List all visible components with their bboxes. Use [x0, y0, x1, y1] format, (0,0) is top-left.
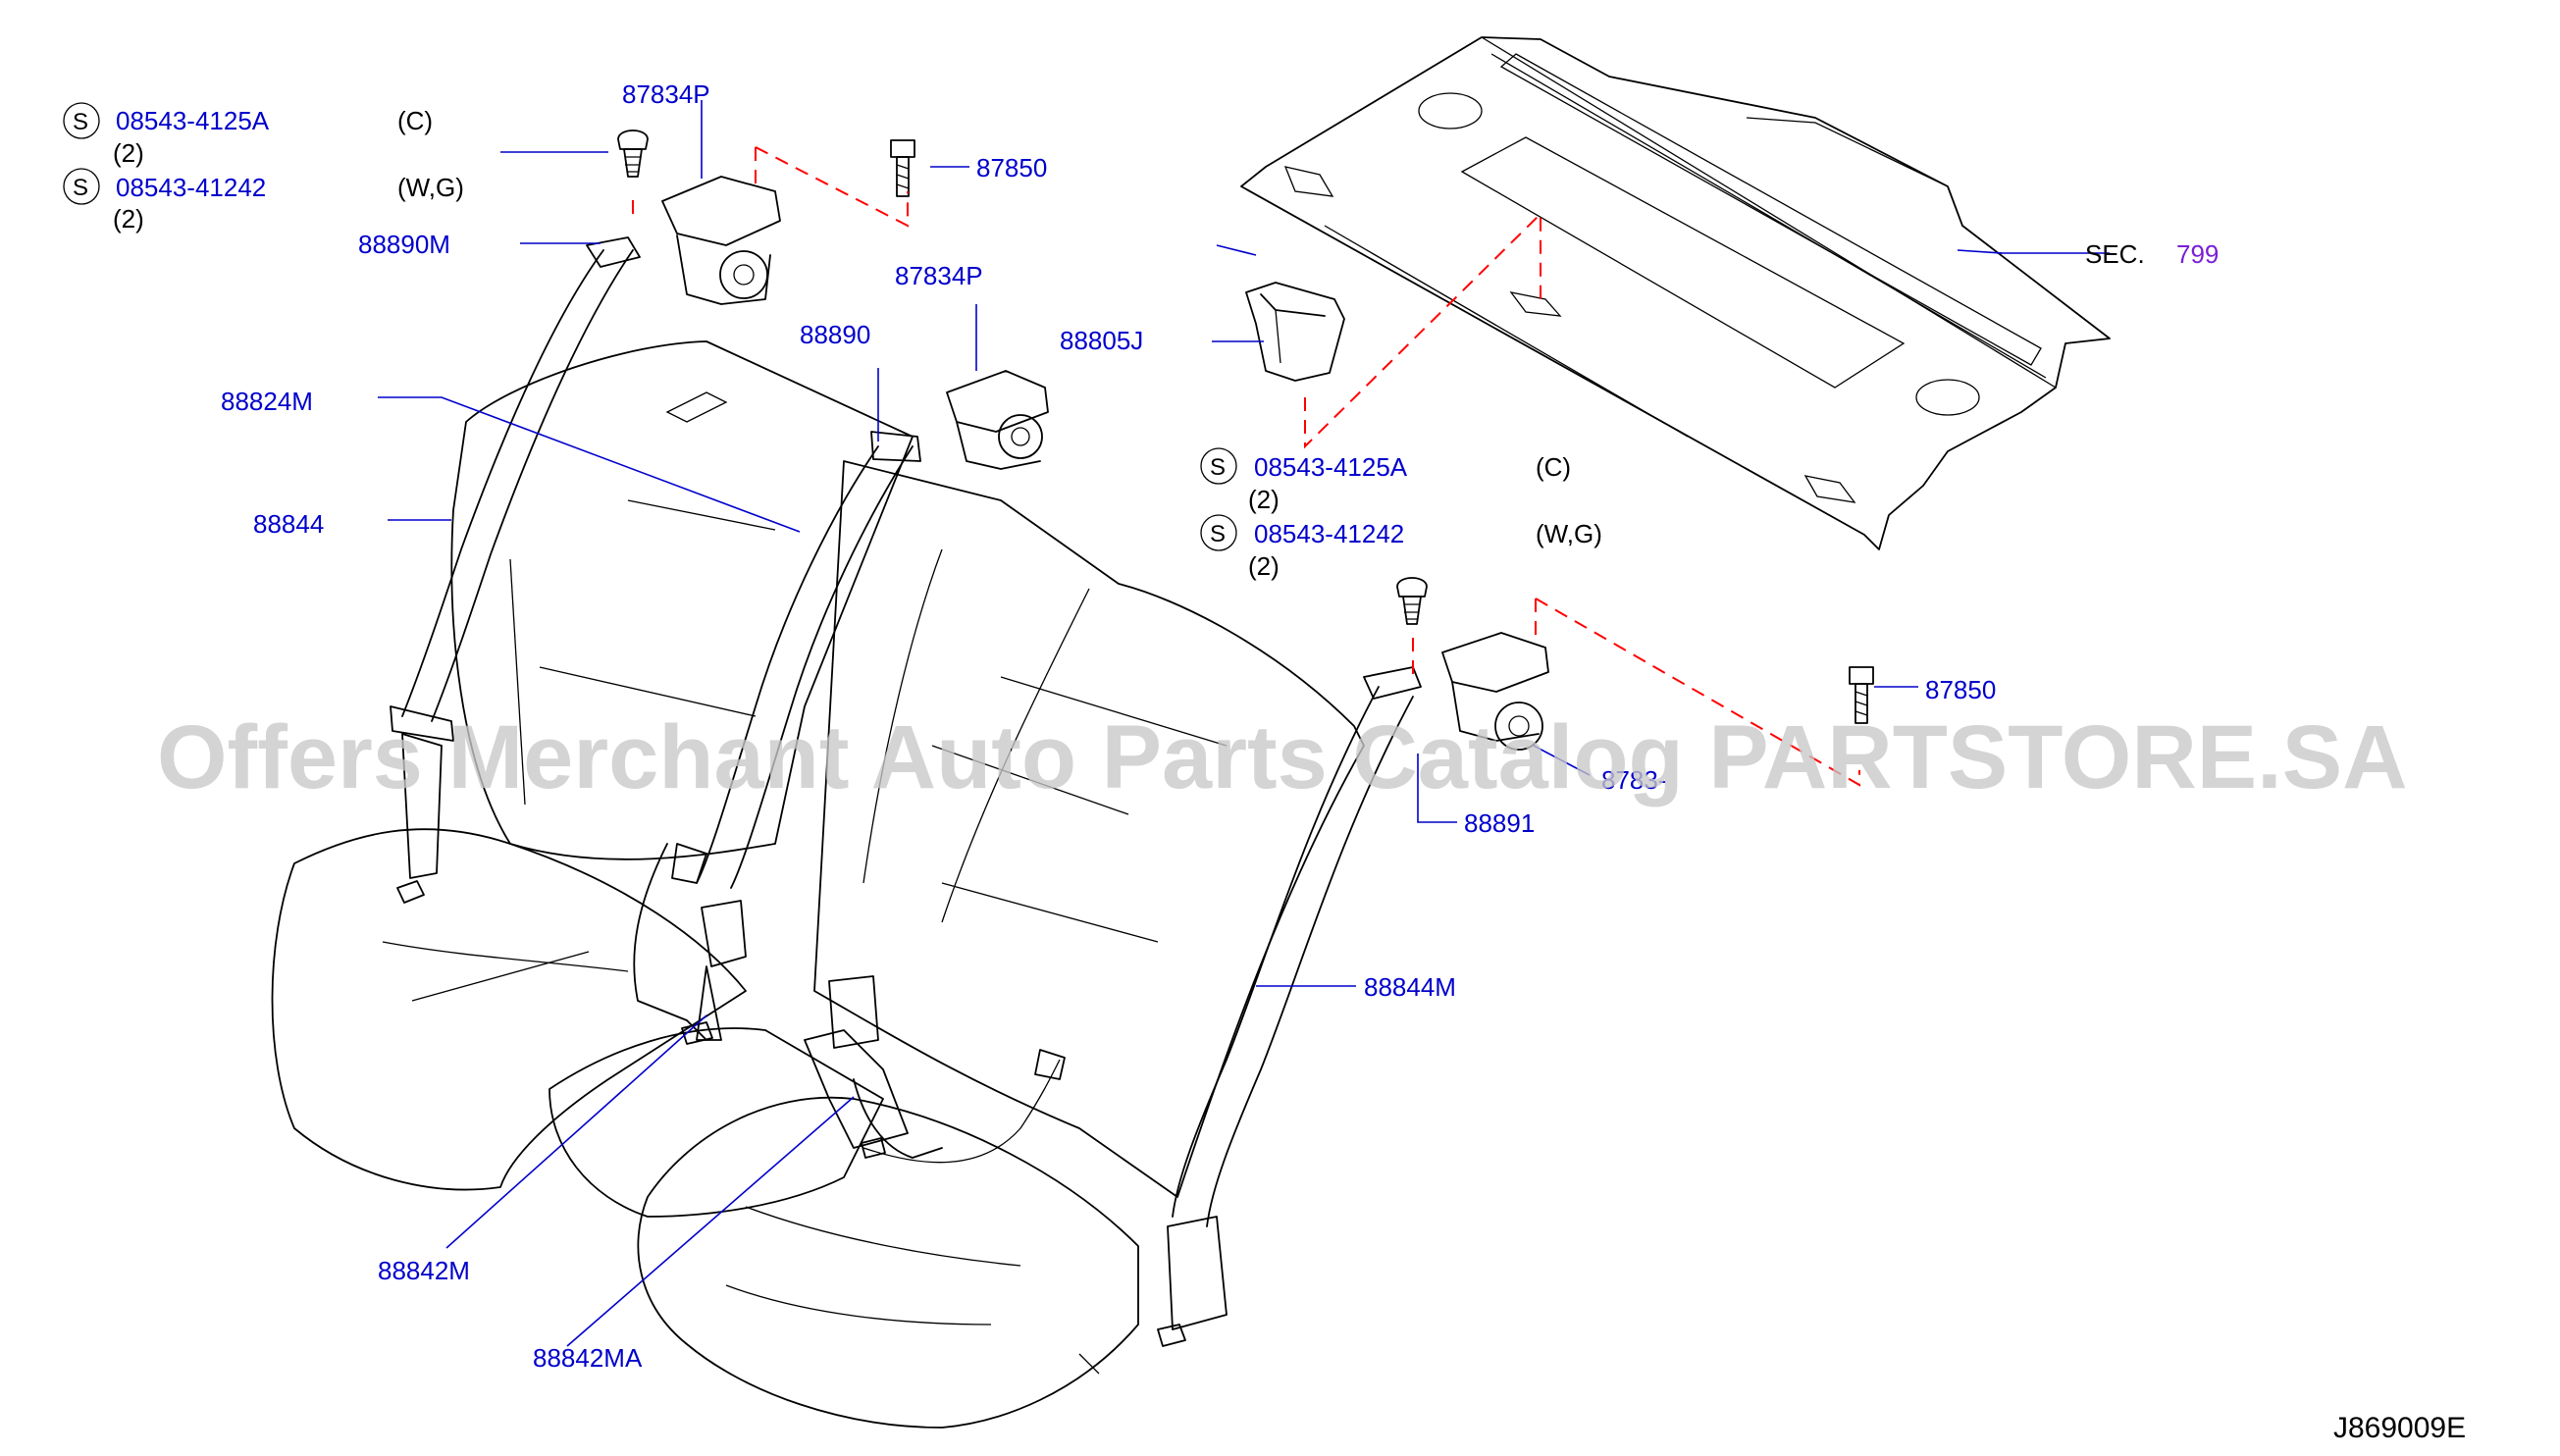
bolt-icon: [890, 139, 915, 197]
section-prefix: SEC.: [2085, 239, 2145, 269]
fastener-part-number: 08543-4125A: [116, 106, 270, 135]
fastener-quantity: (2): [1248, 485, 1280, 514]
left-center-belt: [633, 431, 921, 1041]
anchor-bolt-icon: [396, 880, 1186, 1347]
fastener-list-right: S 08543-4125A (C) (2) S 08543-41242 (W,G…: [1200, 447, 1602, 581]
s-symbol: S: [1210, 454, 1226, 481]
s-symbol: S: [1210, 521, 1226, 547]
fastener-variant: (W,G): [1536, 519, 1602, 548]
part-label-88844M: 88844M: [1364, 972, 1456, 1002]
part-label-88842M: 88842M: [378, 1256, 470, 1285]
part-label-88891: 88891: [1464, 808, 1535, 838]
part-label-88890: 88890: [800, 320, 870, 349]
diagram-code: J869009E: [2333, 1412, 2466, 1444]
fastener-variant: (W,G): [397, 173, 464, 202]
part-label-88842MA: 88842MA: [533, 1343, 643, 1373]
center-buckle: [804, 975, 1066, 1164]
part-label-8783-: 8783-: [1601, 765, 1667, 795]
fastener-list-left: S 08543-4125A (C) (2) S 08543-41242 (W,G…: [63, 102, 464, 234]
fastener-quantity: (2): [113, 204, 144, 234]
fastener-part-number: 08543-41242: [116, 173, 266, 202]
fastener-quantity: (2): [113, 138, 144, 168]
retractor-center: [946, 370, 1049, 470]
retractor-left-top: [661, 176, 781, 305]
leader-lines: [378, 100, 2110, 1347]
clip-icon: [617, 130, 649, 178]
part-labels: 87834P 87850 88890M 87834P 88890 88805J …: [221, 79, 2219, 1373]
fastener-variant: (C): [397, 106, 433, 135]
fastener-quantity: (2): [1248, 551, 1280, 581]
part-label-88824M: 88824M: [221, 387, 313, 416]
part-label-87850: 87850: [1925, 675, 1996, 704]
rear-parcel-shelf: [1240, 36, 2111, 550]
rear-seat: [271, 340, 1365, 1429]
part-label-87834P: 87834P: [895, 261, 983, 290]
left-outer-belt: [390, 236, 641, 879]
bolt-icon: [1849, 666, 1874, 724]
part-label-88805J: 88805J: [1060, 326, 1143, 355]
part-label-87834P: 87834P: [622, 79, 710, 109]
fastener-part-number: 08543-41242: [1254, 519, 1404, 548]
part-label-88844: 88844: [253, 509, 324, 539]
part-label-88890M: 88890M: [358, 230, 450, 259]
clip-icon: [1396, 577, 1428, 625]
right-outer-belt: [1167, 666, 1422, 1330]
retainer-clip: [1245, 282, 1345, 382]
retractor-right: [1441, 632, 1549, 751]
part-label-87850: 87850: [976, 153, 1047, 182]
alignment-lines: [632, 146, 1860, 787]
section-number: 799: [2176, 239, 2219, 269]
s-symbol: S: [73, 109, 88, 135]
watermark: Offers Merchant Auto Parts Catalog PARTS…: [157, 707, 2408, 807]
fastener-variant: (C): [1536, 452, 1571, 482]
fastener-part-number: 08543-4125A: [1254, 452, 1408, 482]
s-symbol: S: [73, 175, 88, 201]
